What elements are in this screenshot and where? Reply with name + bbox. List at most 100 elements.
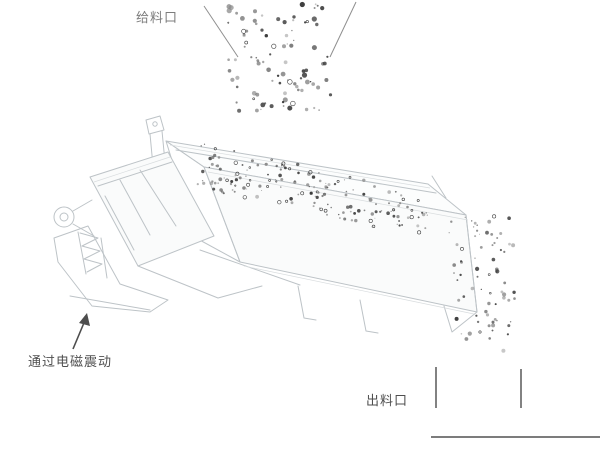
particle	[307, 172, 311, 176]
particle	[252, 97, 255, 101]
particle	[488, 337, 492, 340]
particle	[349, 210, 352, 213]
particle	[475, 314, 478, 317]
particle	[285, 199, 289, 203]
particle	[301, 72, 308, 78]
particle	[288, 167, 292, 171]
particle	[312, 205, 315, 208]
particle	[287, 105, 293, 111]
funnel-left-line	[203, 5, 239, 58]
particle	[196, 183, 199, 186]
particle	[227, 179, 229, 181]
particle	[327, 203, 329, 206]
right-bracket-line	[431, 175, 447, 199]
particle	[490, 233, 494, 236]
particle	[304, 21, 307, 24]
particle	[387, 190, 392, 194]
particle	[326, 213, 328, 216]
particle	[401, 224, 404, 226]
particle	[218, 167, 222, 171]
feed-funnel-lines	[203, 1, 357, 58]
particle	[426, 214, 428, 216]
particle	[242, 186, 246, 190]
vibration-arrow	[72, 313, 90, 350]
pivot-eye-outer	[53, 206, 75, 228]
feed-inlet-label: 给料口	[136, 10, 179, 25]
drive-hatch-3	[139, 169, 177, 227]
particle	[233, 190, 236, 193]
particle	[251, 91, 257, 96]
particle	[278, 173, 282, 178]
particle	[499, 248, 502, 252]
particle	[459, 273, 462, 277]
particle	[390, 210, 392, 212]
particle	[260, 108, 262, 111]
spring-rail-right	[100, 237, 108, 279]
particle	[246, 188, 248, 190]
particle	[260, 14, 264, 17]
particle	[457, 298, 461, 302]
particle	[279, 168, 282, 171]
particle	[487, 324, 491, 328]
particle	[493, 241, 496, 245]
particle	[476, 275, 479, 278]
particle	[311, 45, 317, 51]
particle	[324, 78, 329, 82]
particle	[464, 337, 469, 341]
particle	[462, 295, 466, 298]
particle	[473, 221, 477, 225]
particle	[362, 178, 366, 182]
particle	[246, 182, 251, 187]
particle	[513, 297, 516, 300]
base-foot-line	[69, 295, 151, 311]
particle	[492, 214, 497, 219]
particle	[328, 93, 333, 97]
particle	[308, 185, 310, 188]
particle	[256, 61, 261, 66]
particle	[511, 243, 516, 248]
particle	[280, 186, 282, 188]
particle	[281, 163, 284, 166]
particle	[200, 145, 202, 147]
particle	[464, 216, 466, 218]
particle	[448, 232, 450, 234]
particle	[320, 6, 325, 11]
particle	[208, 166, 210, 168]
particle	[467, 331, 472, 336]
particle	[484, 309, 488, 314]
particle	[297, 88, 300, 92]
mount-bracket-pin	[152, 121, 158, 127]
particle	[379, 210, 382, 213]
particle	[508, 242, 511, 246]
particle	[406, 205, 409, 209]
trough-leg-1	[297, 285, 317, 321]
particle	[394, 190, 397, 193]
particle	[452, 263, 457, 267]
particle	[450, 220, 453, 223]
particle	[311, 175, 316, 179]
particle	[238, 176, 242, 180]
particle	[271, 43, 277, 49]
particle	[491, 323, 496, 328]
particle	[241, 28, 247, 34]
particle	[491, 257, 496, 262]
particle	[476, 224, 479, 226]
particle	[201, 180, 204, 182]
particle	[311, 16, 317, 22]
particle	[299, 77, 303, 80]
particle	[237, 108, 242, 113]
particle	[309, 191, 313, 195]
particle	[245, 175, 247, 177]
particle	[290, 100, 296, 107]
particle	[244, 40, 248, 45]
particle	[374, 210, 378, 214]
particle	[476, 320, 480, 324]
particle	[275, 164, 278, 168]
particle	[495, 269, 500, 274]
particle	[342, 211, 345, 214]
particle	[348, 204, 353, 209]
particle	[318, 179, 322, 183]
particle	[493, 318, 497, 321]
discharge-lip	[443, 214, 478, 333]
particle	[228, 5, 234, 11]
